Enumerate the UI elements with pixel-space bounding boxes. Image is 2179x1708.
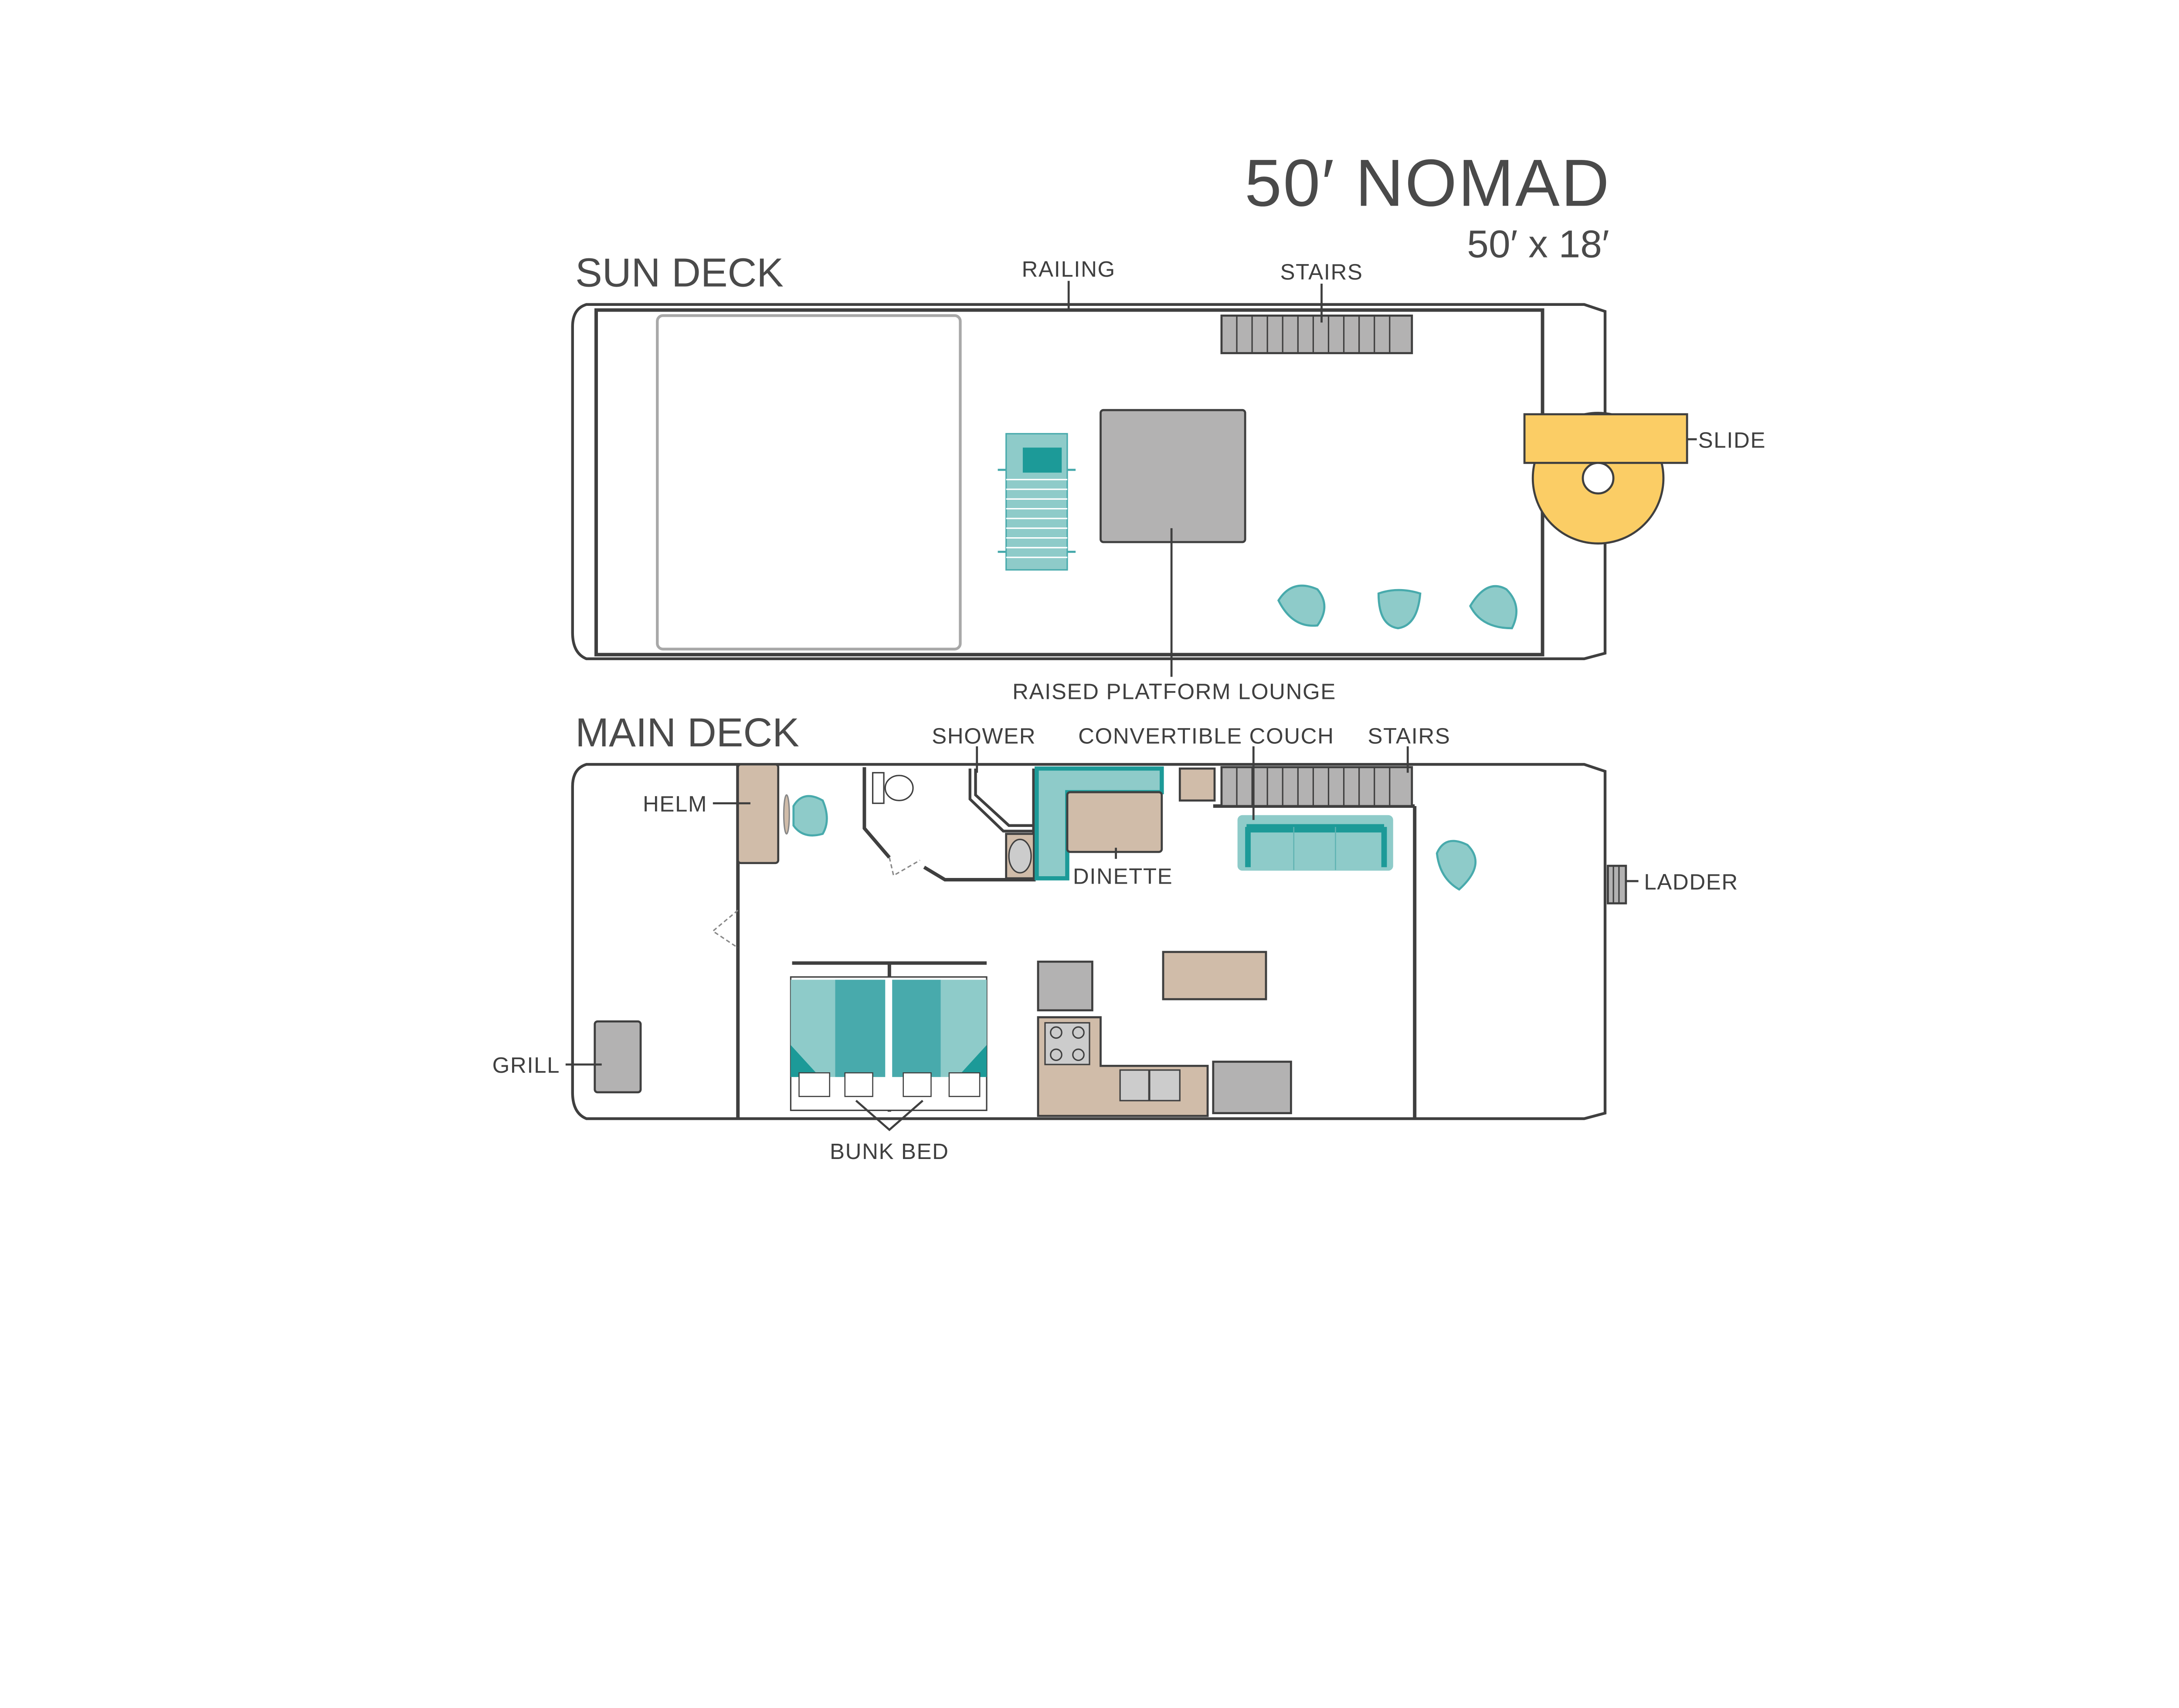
ladder-label: LADDER	[1644, 869, 1738, 894]
slide	[1523, 412, 1688, 545]
deck-chair	[1469, 585, 1517, 630]
sun-stairs-label: STAIRS	[1280, 259, 1363, 284]
refrigerator	[1037, 960, 1093, 1012]
sun-deck-heading: SUN DECK	[575, 250, 784, 295]
grill-label: GRILL	[492, 1053, 560, 1078]
main-stairs-label: STAIRS	[1368, 723, 1450, 748]
sink	[1005, 833, 1035, 880]
lounge-label: RAISED PLATFORM LOUNGE	[1012, 679, 1336, 704]
helm-chair	[783, 794, 828, 837]
slide-label: SLIDE	[1698, 427, 1766, 452]
boat-dimensions: 50′ x 18′	[1467, 222, 1609, 265]
sun-deck-stairs	[1220, 314, 1413, 354]
shower-wall	[968, 768, 1034, 833]
aft-chair	[1436, 840, 1477, 891]
bunk-beds	[790, 961, 988, 1112]
side-table	[1178, 767, 1216, 802]
sun-deck-hull	[571, 303, 1607, 661]
boat-title: 50′ NOMAD	[1245, 146, 1611, 220]
couch-label: CONVERTIBLE COUCH	[1078, 723, 1334, 748]
railing-label: RAILING	[1022, 257, 1116, 281]
helm-label: HELM	[643, 792, 707, 817]
stove	[1044, 1022, 1090, 1065]
bunk-bed-label: BUNK BED	[830, 1139, 949, 1164]
raised-platform-lounge	[1100, 409, 1246, 543]
dinette	[1035, 766, 1164, 881]
grill	[594, 1020, 642, 1094]
counter-cabinet	[1212, 1061, 1292, 1115]
dinette-label: DINETTE	[1073, 864, 1173, 889]
lounge-chair	[998, 433, 1076, 571]
shower-label: SHOWER	[932, 723, 1036, 748]
main-deck-stairs	[1220, 766, 1413, 807]
main-deck: MAIN DECK	[492, 710, 1738, 1164]
open-deck-area	[656, 314, 962, 651]
deck-chair	[1277, 584, 1326, 627]
helm	[737, 763, 780, 864]
convertible-couch	[1237, 815, 1393, 871]
ladder	[1607, 864, 1627, 905]
kitchen-table	[1162, 951, 1267, 1000]
toilet	[872, 772, 914, 804]
door-swing	[712, 857, 920, 949]
kitchen-counter	[1037, 1016, 1209, 1117]
main-deck-heading: MAIN DECK	[575, 710, 799, 755]
deck-chair	[1377, 589, 1422, 630]
sun-deck: SUN DECK RAILING STAIRS SLIDE RAISED	[571, 250, 1766, 704]
